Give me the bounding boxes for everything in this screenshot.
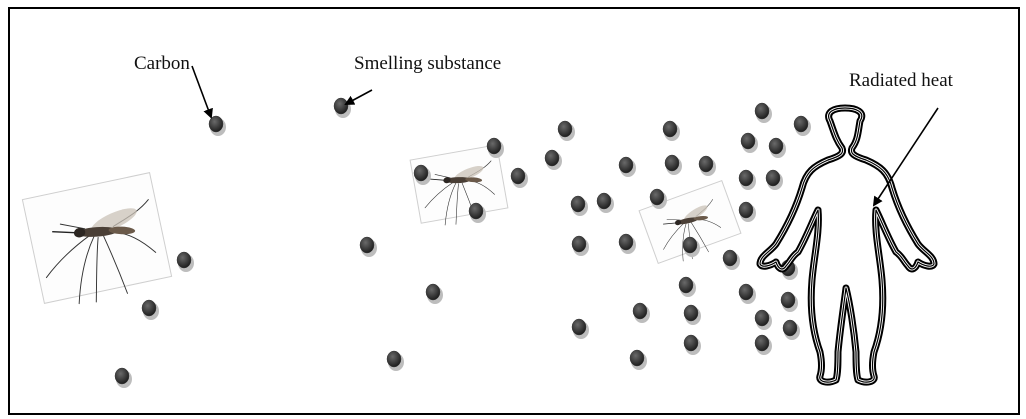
label-smelling-substance: Smelling substance — [354, 54, 501, 73]
particle — [684, 335, 701, 355]
particle — [426, 284, 443, 304]
particle — [177, 252, 194, 272]
particle — [741, 133, 758, 153]
smelling-substance-arrow — [346, 90, 372, 104]
particle — [142, 300, 159, 320]
particle — [558, 121, 575, 141]
particle — [511, 168, 528, 188]
particle — [663, 121, 680, 141]
particle — [781, 292, 798, 312]
particle — [619, 234, 636, 254]
particle — [766, 170, 783, 190]
label-carbon: Carbon — [134, 54, 190, 73]
particle — [572, 236, 589, 256]
particle — [665, 155, 682, 175]
particle — [699, 156, 716, 176]
particle — [633, 303, 650, 323]
particle — [679, 277, 696, 297]
particle — [360, 237, 377, 257]
particle — [387, 351, 404, 371]
particle — [597, 193, 614, 213]
particle — [334, 98, 351, 118]
particle — [755, 103, 772, 123]
particle — [783, 320, 800, 340]
carbon-arrow — [192, 66, 211, 117]
particle — [755, 335, 772, 355]
particle — [115, 368, 132, 388]
particle — [209, 116, 226, 136]
particle — [794, 116, 811, 136]
particle — [572, 319, 589, 339]
particle — [630, 350, 647, 370]
particle — [619, 157, 636, 177]
radiated-heat-arrow — [874, 108, 938, 205]
label-radiated-heat: Radiated heat — [849, 71, 953, 90]
particle — [769, 138, 786, 158]
particle — [739, 170, 756, 190]
particle — [723, 250, 740, 270]
particle — [739, 284, 756, 304]
particle — [545, 150, 562, 170]
particle — [739, 202, 756, 222]
particle — [684, 305, 701, 325]
mosquito-photo-large — [22, 173, 173, 313]
particle — [755, 310, 772, 330]
human-silhouette — [760, 108, 934, 382]
particle — [571, 196, 588, 216]
